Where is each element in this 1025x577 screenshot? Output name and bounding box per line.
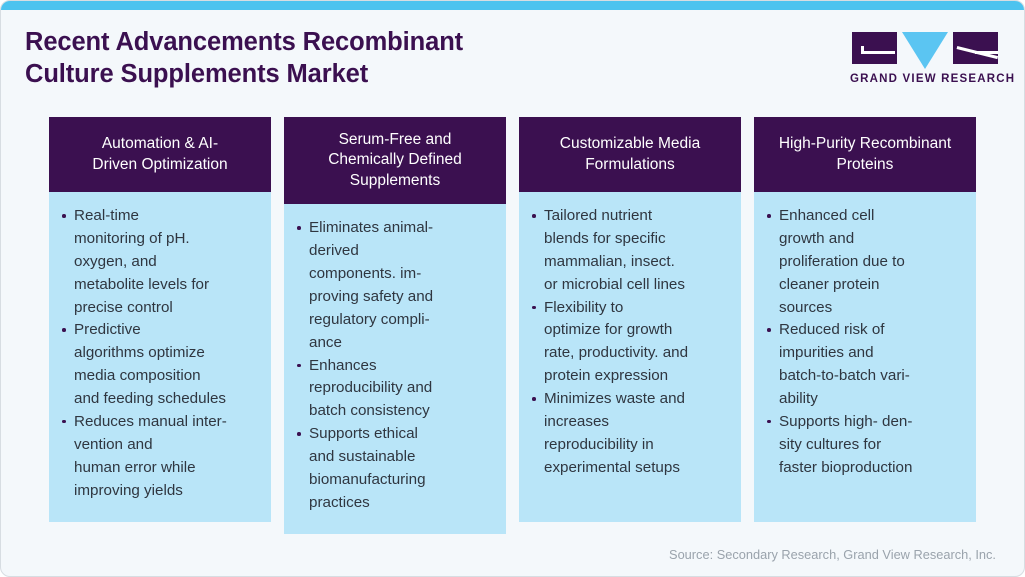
list-item: Real-time monitoring of pH. oxygen, and … [61, 205, 257, 319]
list-item: Reduced risk of impurities and batch-to-… [766, 319, 962, 411]
page-title: Recent Advancements Recombinant Culture … [25, 28, 464, 89]
column-serum-free: Serum-Free and Chemically Defined Supple… [284, 117, 506, 535]
column-header: Automation & AI- Driven Optimization [49, 117, 271, 192]
header: Recent Advancements Recombinant Culture … [1, 10, 1024, 105]
list-item: Supports high- den- sity cultures for fa… [766, 411, 962, 480]
list-item: Eliminates animal- derived components. i… [296, 217, 492, 354]
logo-mark [850, 32, 1000, 69]
list-item: Supports ethical and sustainable biomanu… [296, 423, 492, 515]
footer: Source: Secondary Research, Grand View R… [1, 532, 1024, 576]
logo-wordmark: GRAND VIEW RESEARCH [850, 73, 1016, 85]
column-customizable-media: Customizable Media Formulations Tailored… [519, 117, 741, 534]
list-item: Tailored nutrient blends for specific ma… [531, 205, 727, 297]
source-note: Source: Secondary Research, Grand View R… [669, 546, 996, 562]
bullet-list: Enhanced cell growth and proliferation d… [766, 205, 962, 480]
list-item: Minimizes waste and increases reproducib… [531, 388, 727, 480]
list-item: Predictive algorithms optimize media com… [61, 319, 257, 411]
column-header: Serum-Free and Chemically Defined Supple… [284, 117, 506, 205]
logo-g-block-icon [852, 32, 897, 64]
columns-container: Automation & AI- Driven Optimization Rea… [49, 117, 976, 535]
bullet-list: Eliminates animal- derived components. i… [296, 217, 492, 514]
column-high-purity-proteins: High-Purity Recombinant Proteins Enhance… [754, 117, 976, 534]
logo-v-triangle-icon [902, 32, 948, 69]
top-accent-bar [1, 1, 1024, 10]
list-item: Reduces manual inter- vention and human … [61, 411, 257, 503]
column-body: Eliminates animal- derived components. i… [284, 204, 506, 535]
bullet-list: Tailored nutrient blends for specific ma… [531, 205, 727, 480]
column-body: Enhanced cell growth and proliferation d… [754, 192, 976, 522]
list-item: Enhances reproducibility and batch consi… [296, 355, 492, 424]
column-body: Tailored nutrient blends for specific ma… [519, 192, 741, 522]
column-header: High-Purity Recombinant Proteins [754, 117, 976, 192]
column-header: Customizable Media Formulations [519, 117, 741, 192]
list-item: Enhanced cell growth and proliferation d… [766, 205, 962, 319]
logo-r-block-icon [953, 32, 998, 64]
list-item: Flexibility to optimize for growth rate,… [531, 297, 727, 389]
column-body: Real-time monitoring of pH. oxygen, and … [49, 192, 271, 522]
grand-view-research-logo: GRAND VIEW RESEARCH [850, 32, 1016, 85]
bullet-list: Real-time monitoring of pH. oxygen, and … [61, 205, 257, 502]
column-automation-ai: Automation & AI- Driven Optimization Rea… [49, 117, 271, 534]
